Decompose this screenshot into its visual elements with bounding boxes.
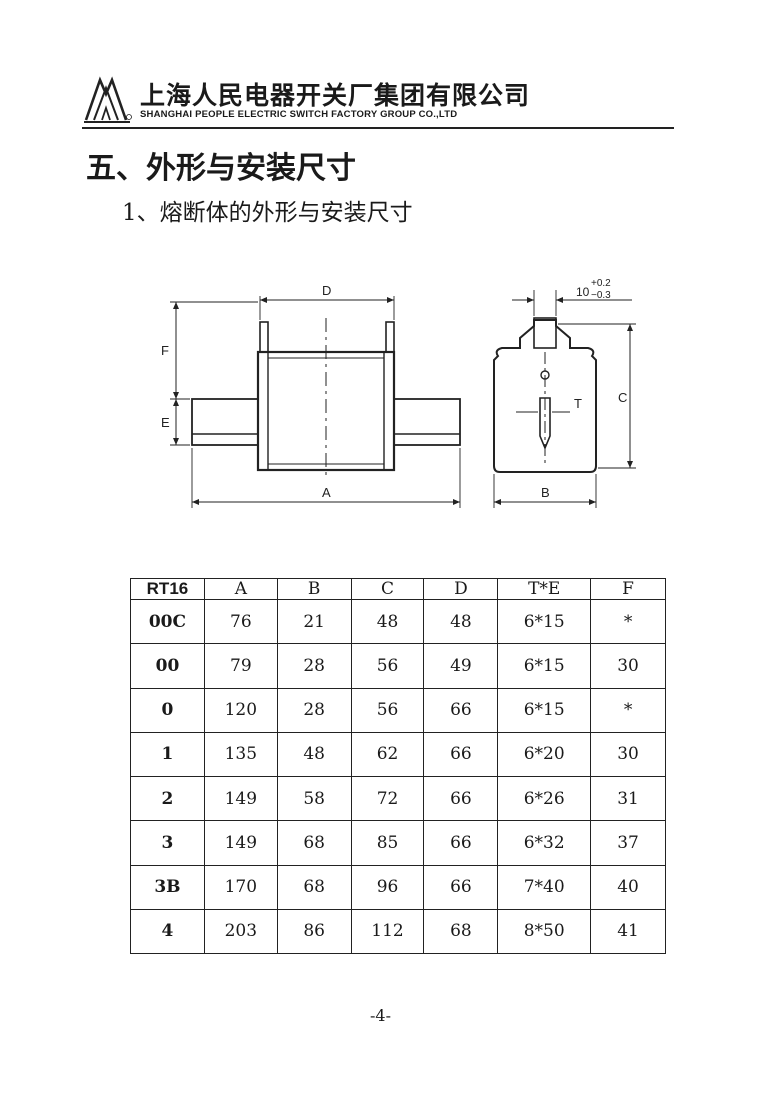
dim-label-f: F — [161, 343, 169, 358]
cell-f: * — [590, 598, 666, 645]
header-cell-d: D — [423, 578, 499, 600]
cell-te: 6*15 — [497, 687, 592, 733]
dim-label-t: T — [574, 396, 582, 411]
header-cell-b: B — [276, 578, 352, 600]
page-header: 上海人民电器开关厂集团有限公司 SHANGHAI PEOPLE ELECTRIC… — [82, 72, 674, 130]
cell-model: 2 — [130, 775, 205, 822]
cell-f: 30 — [590, 643, 666, 689]
dim-label-c: C — [618, 390, 627, 405]
cell-d: 66 — [423, 775, 499, 822]
dimension-table: RT16 A B C D T*E F 00C 76 21 48 48 6*15 … — [130, 578, 666, 955]
table-row: 00 79 28 56 49 6*15 30 — [130, 643, 666, 689]
cell-a: 79 — [203, 643, 278, 689]
cell-model: 3 — [130, 820, 205, 866]
cell-c: 48 — [350, 598, 425, 645]
company-logo-icon — [84, 76, 132, 123]
cell-a: 170 — [203, 864, 278, 910]
cell-a: 135 — [203, 731, 278, 778]
cell-a: 120 — [203, 687, 278, 733]
cell-d: 68 — [423, 908, 499, 955]
page-number: -4- — [370, 1006, 391, 1025]
cell-model: 00 — [130, 643, 205, 689]
cell-c: 112 — [350, 908, 425, 955]
sub-section-title: 1、熔断体的外形与安装尺寸 — [122, 200, 413, 226]
table-row: 1 135 48 62 66 6*20 30 — [130, 731, 666, 778]
cell-te: 6*26 — [497, 775, 592, 822]
cell-a: 149 — [203, 775, 278, 822]
cell-te: 6*15 — [497, 598, 592, 645]
cell-c: 85 — [350, 820, 425, 866]
cell-f: 40 — [590, 864, 666, 910]
table-row: 00C 76 21 48 48 6*15 * — [130, 598, 666, 645]
header-cell-te: T*E — [497, 578, 592, 600]
cell-model: 0 — [130, 687, 205, 733]
cell-te: 7*40 — [497, 864, 592, 910]
cell-te: 6*15 — [497, 643, 592, 689]
cell-model: 1 — [130, 731, 205, 778]
cell-f: 37 — [590, 820, 666, 866]
side-view — [493, 290, 636, 508]
cell-b: 28 — [276, 643, 352, 689]
cell-b: 28 — [276, 687, 352, 733]
cell-te: 6*32 — [497, 820, 592, 866]
cell-te: 6*20 — [497, 731, 592, 778]
cell-f: * — [590, 687, 666, 733]
cell-b: 58 — [276, 775, 352, 822]
dim-label-d: D — [322, 283, 331, 298]
cell-model: 4 — [130, 908, 205, 955]
cell-d: 66 — [423, 820, 499, 866]
cell-c: 62 — [350, 731, 425, 778]
dim-tolerance-plus: +0.2 — [591, 278, 611, 289]
dim-label-b: B — [541, 485, 550, 500]
cell-d: 49 — [423, 643, 499, 689]
dim-label-a: A — [322, 485, 331, 500]
table-row: 3 149 68 85 66 6*32 37 — [130, 820, 666, 866]
dim-tolerance-minus: −0.3 — [591, 290, 611, 301]
header-cell-f: F — [590, 578, 666, 600]
cell-model: 00C — [130, 598, 205, 645]
cell-a: 149 — [203, 820, 278, 866]
table-header-row: RT16 A B C D T*E F — [130, 578, 666, 600]
cell-f: 31 — [590, 775, 666, 822]
fuse-dimension-drawing: D A F E 10 +0.2 −0.3 B C T — [161, 278, 636, 508]
cell-f: 30 — [590, 731, 666, 778]
company-name-en: SHANGHAI PEOPLE ELECTRIC SWITCH FACTORY … — [140, 109, 458, 120]
cell-f: 41 — [590, 908, 666, 955]
cell-d: 66 — [423, 687, 499, 733]
table-row: 4 203 86 112 68 8*50 41 — [130, 908, 666, 955]
cell-d: 48 — [423, 598, 499, 645]
cell-c: 56 — [350, 643, 425, 689]
cell-c: 72 — [350, 775, 425, 822]
header-cell-model: RT16 — [130, 578, 205, 600]
cell-a: 203 — [203, 908, 278, 955]
front-view — [170, 296, 461, 508]
company-name-cn: 上海人民电器开关厂集团有限公司 — [140, 81, 531, 110]
table-row: 3B 170 68 96 66 7*40 40 — [130, 864, 666, 910]
cell-d: 66 — [423, 731, 499, 778]
dim-label-e: E — [161, 415, 170, 430]
header-cell-a: A — [203, 578, 278, 600]
cell-te: 8*50 — [497, 908, 592, 955]
cell-b: 86 — [276, 908, 352, 955]
header-cell-c: C — [350, 578, 425, 600]
header-divider — [82, 127, 674, 129]
cell-a: 76 — [203, 598, 278, 645]
cell-d: 66 — [423, 864, 499, 910]
cell-b: 68 — [276, 864, 352, 910]
cell-b: 68 — [276, 820, 352, 866]
cell-c: 96 — [350, 864, 425, 910]
cell-c: 56 — [350, 687, 425, 733]
cell-b: 21 — [276, 598, 352, 645]
cell-model: 3B — [130, 864, 205, 910]
cell-b: 48 — [276, 731, 352, 778]
table-row: 0 120 28 56 66 6*15 * — [130, 687, 666, 733]
section-title: 五、外形与安装尺寸 — [86, 151, 356, 186]
dim-label-10: 10 — [576, 285, 590, 299]
table-row: 2 149 58 72 66 6*26 31 — [130, 775, 666, 822]
